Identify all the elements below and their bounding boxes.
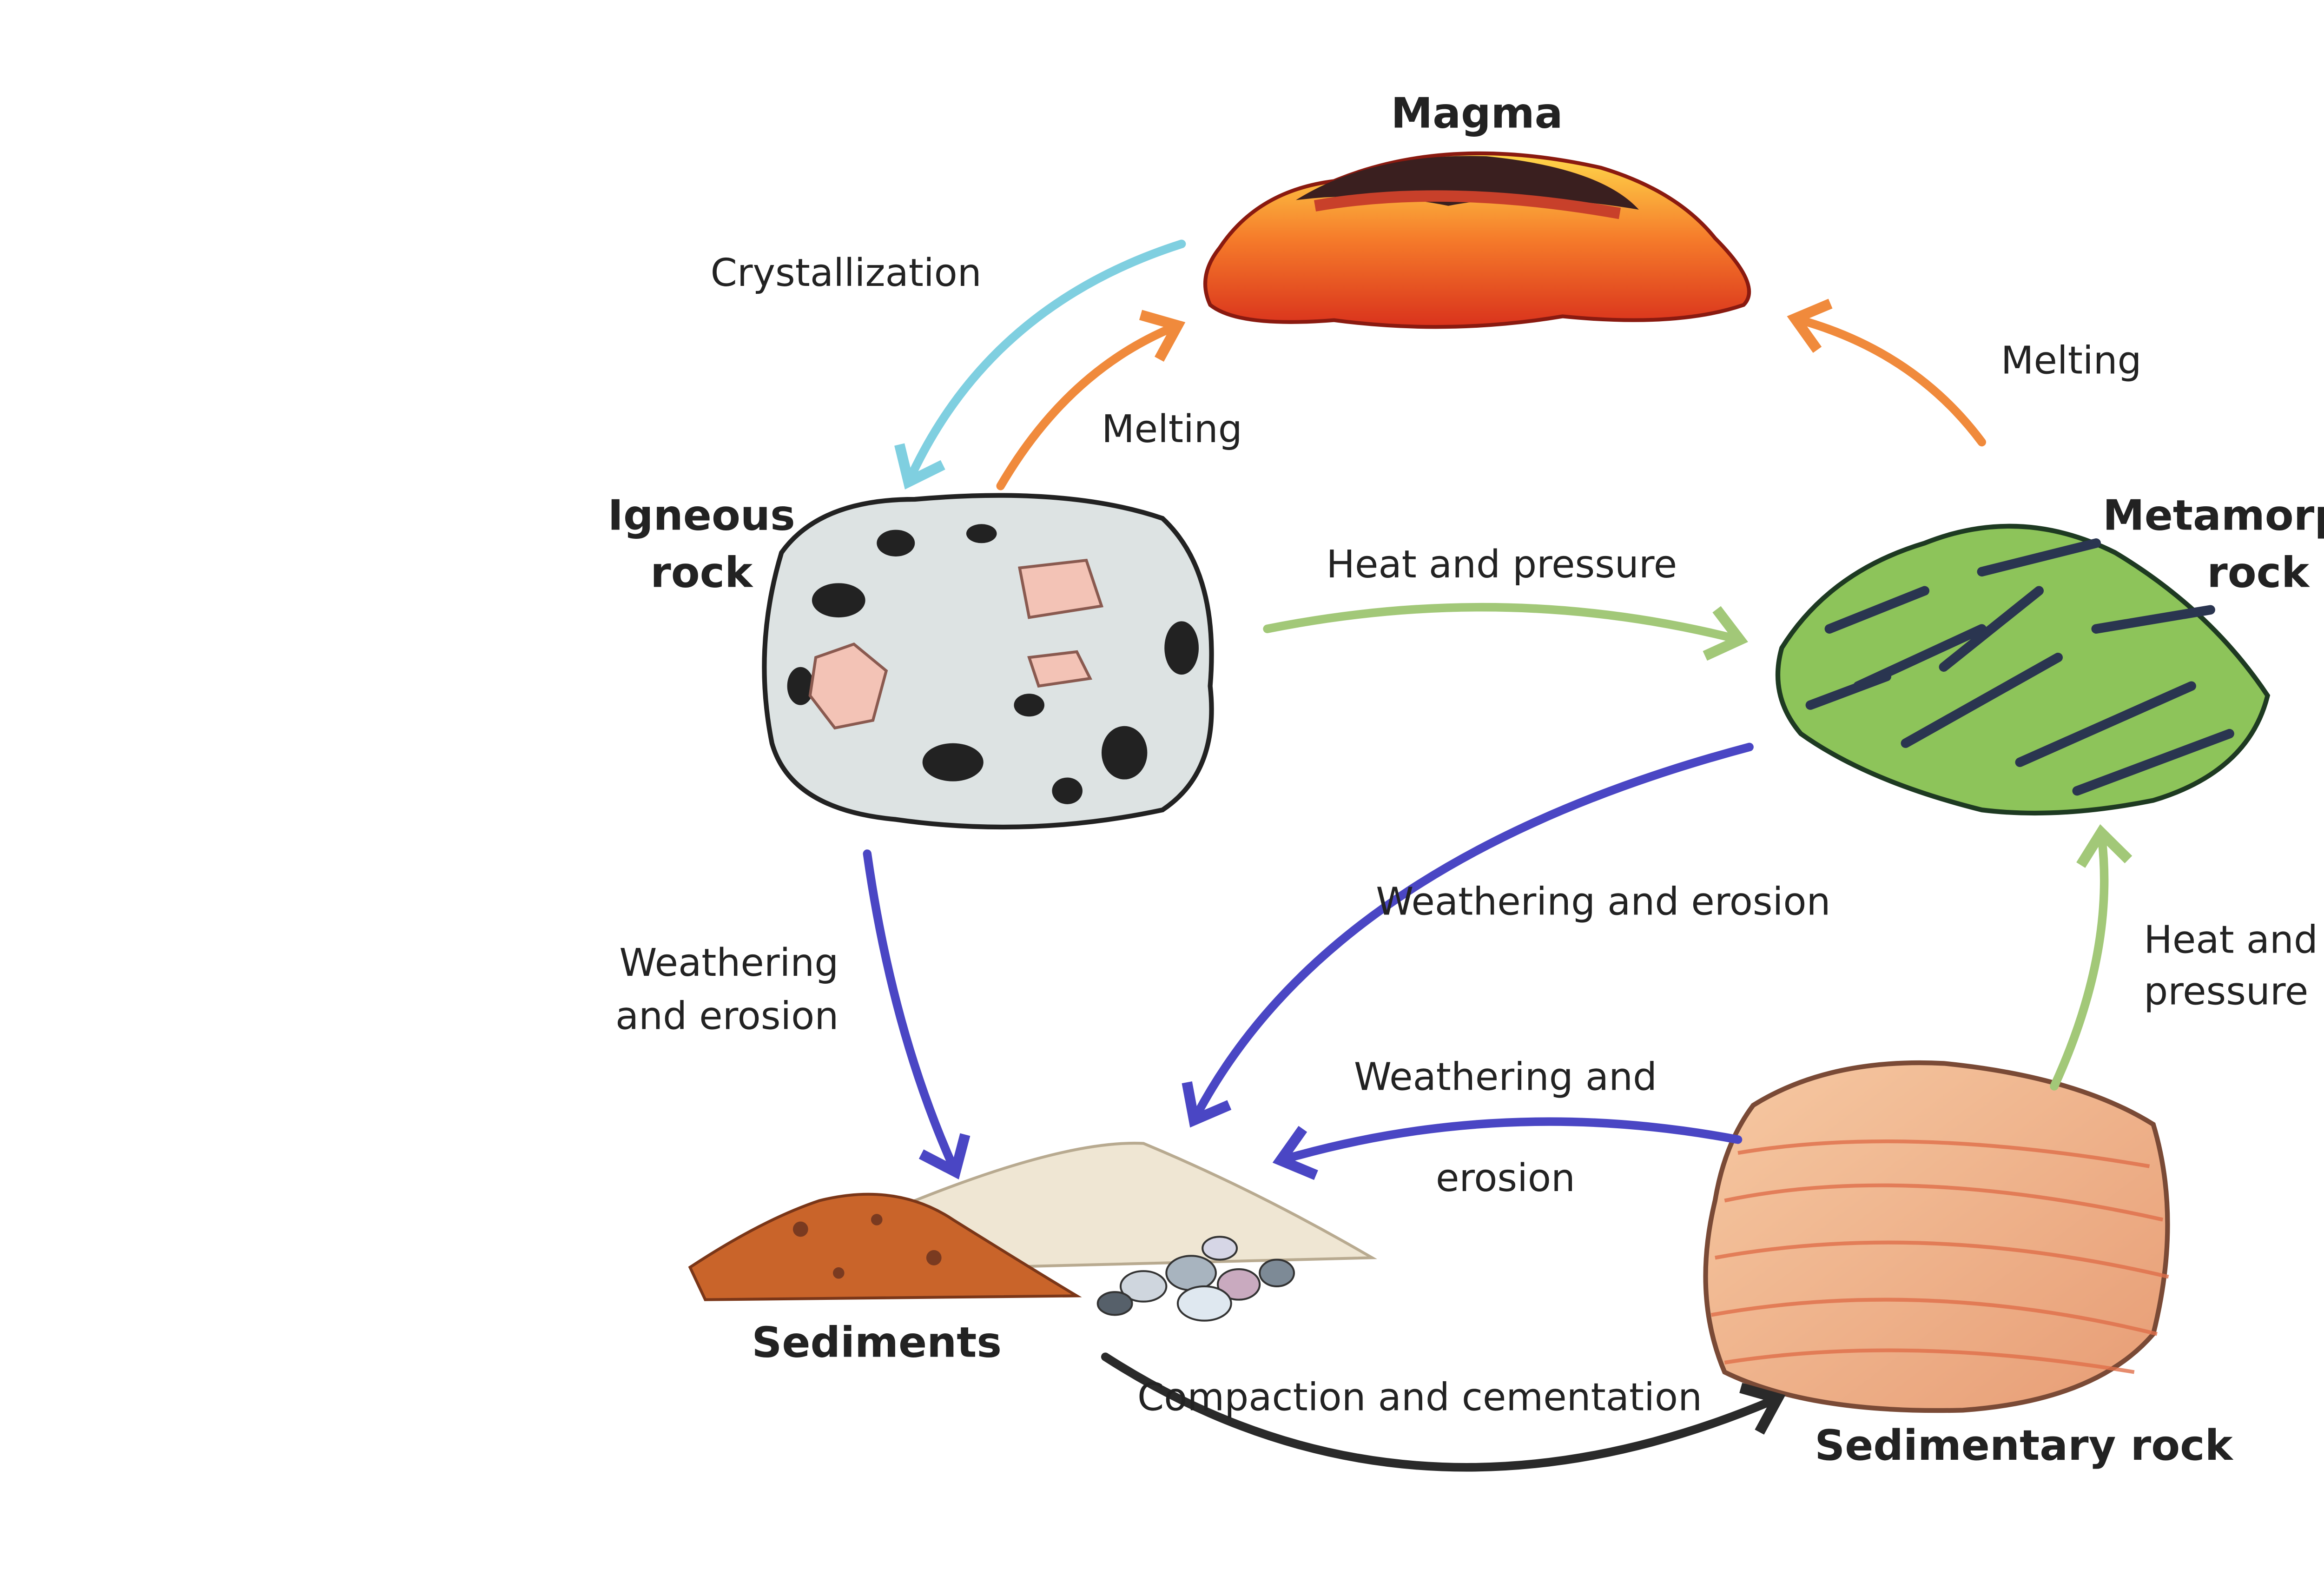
weathering-sedimentary-label-line1: Weathering and: [1354, 1055, 1657, 1099]
weathering-igneous-label: Weathering and erosion: [615, 941, 838, 1039]
metamorphic-rock-illustration: [1775, 523, 2271, 816]
igneous-label-line1: Igneous: [608, 491, 795, 540]
melting-left-label: Melting: [1102, 407, 1242, 451]
sedimentary-rock-illustration: [1703, 1060, 2170, 1413]
heat-pressure-right-label-line1: Heat and: [2144, 918, 2318, 962]
weathering-metamorphic-label: Weathering and erosion: [1376, 880, 1830, 924]
compaction-label: Compaction and cementation: [1137, 1375, 1702, 1419]
magma-label: Magma: [1391, 89, 1563, 138]
igneous-rock-illustration: [762, 493, 1214, 830]
heat-pressure-top-arrow: [1263, 603, 1748, 661]
sedimentary-label: Sedimentary rock: [1815, 1421, 2233, 1470]
igneous-label-line2: rock: [650, 549, 753, 597]
heat-pressure-top-label: Heat and pressure: [1326, 543, 1677, 587]
magma-illustration: [1203, 151, 1751, 329]
weathering-igneous-arrow: [863, 849, 971, 1180]
weathering-igneous-label-line1: Weathering: [619, 941, 838, 985]
compaction-arrow: [1101, 1352, 1786, 1472]
weathering-metamorphic-arrow: [1182, 742, 1754, 1128]
metamorphic-label-line1: Metamorphic: [2103, 491, 2324, 540]
heat-pressure-right-label-line2: pressure: [2144, 969, 2308, 1013]
weathering-sedimentary-label-line2: erosion: [1436, 1156, 1575, 1200]
metamorphic-label-line2: rock: [2207, 549, 2310, 597]
crystallization-arrow: [894, 239, 1186, 490]
melting-left-arrow: [996, 310, 1186, 490]
sediments-illustration: [688, 1141, 1377, 1322]
melting-right-arrow: [1787, 298, 1986, 447]
melting-right-label: Melting: [2001, 338, 2142, 383]
crystallization-label: Crystallization: [711, 251, 982, 295]
weathering-igneous-label-line2: and erosion: [615, 994, 838, 1039]
heat-pressure-right-label: Heat and pressure: [2144, 918, 2318, 1014]
heat-pressure-right-arrow: [2050, 824, 2133, 1091]
sediments-label: Sediments: [752, 1318, 1002, 1367]
weathering-sedimentary-arrow: [1272, 1117, 1743, 1180]
